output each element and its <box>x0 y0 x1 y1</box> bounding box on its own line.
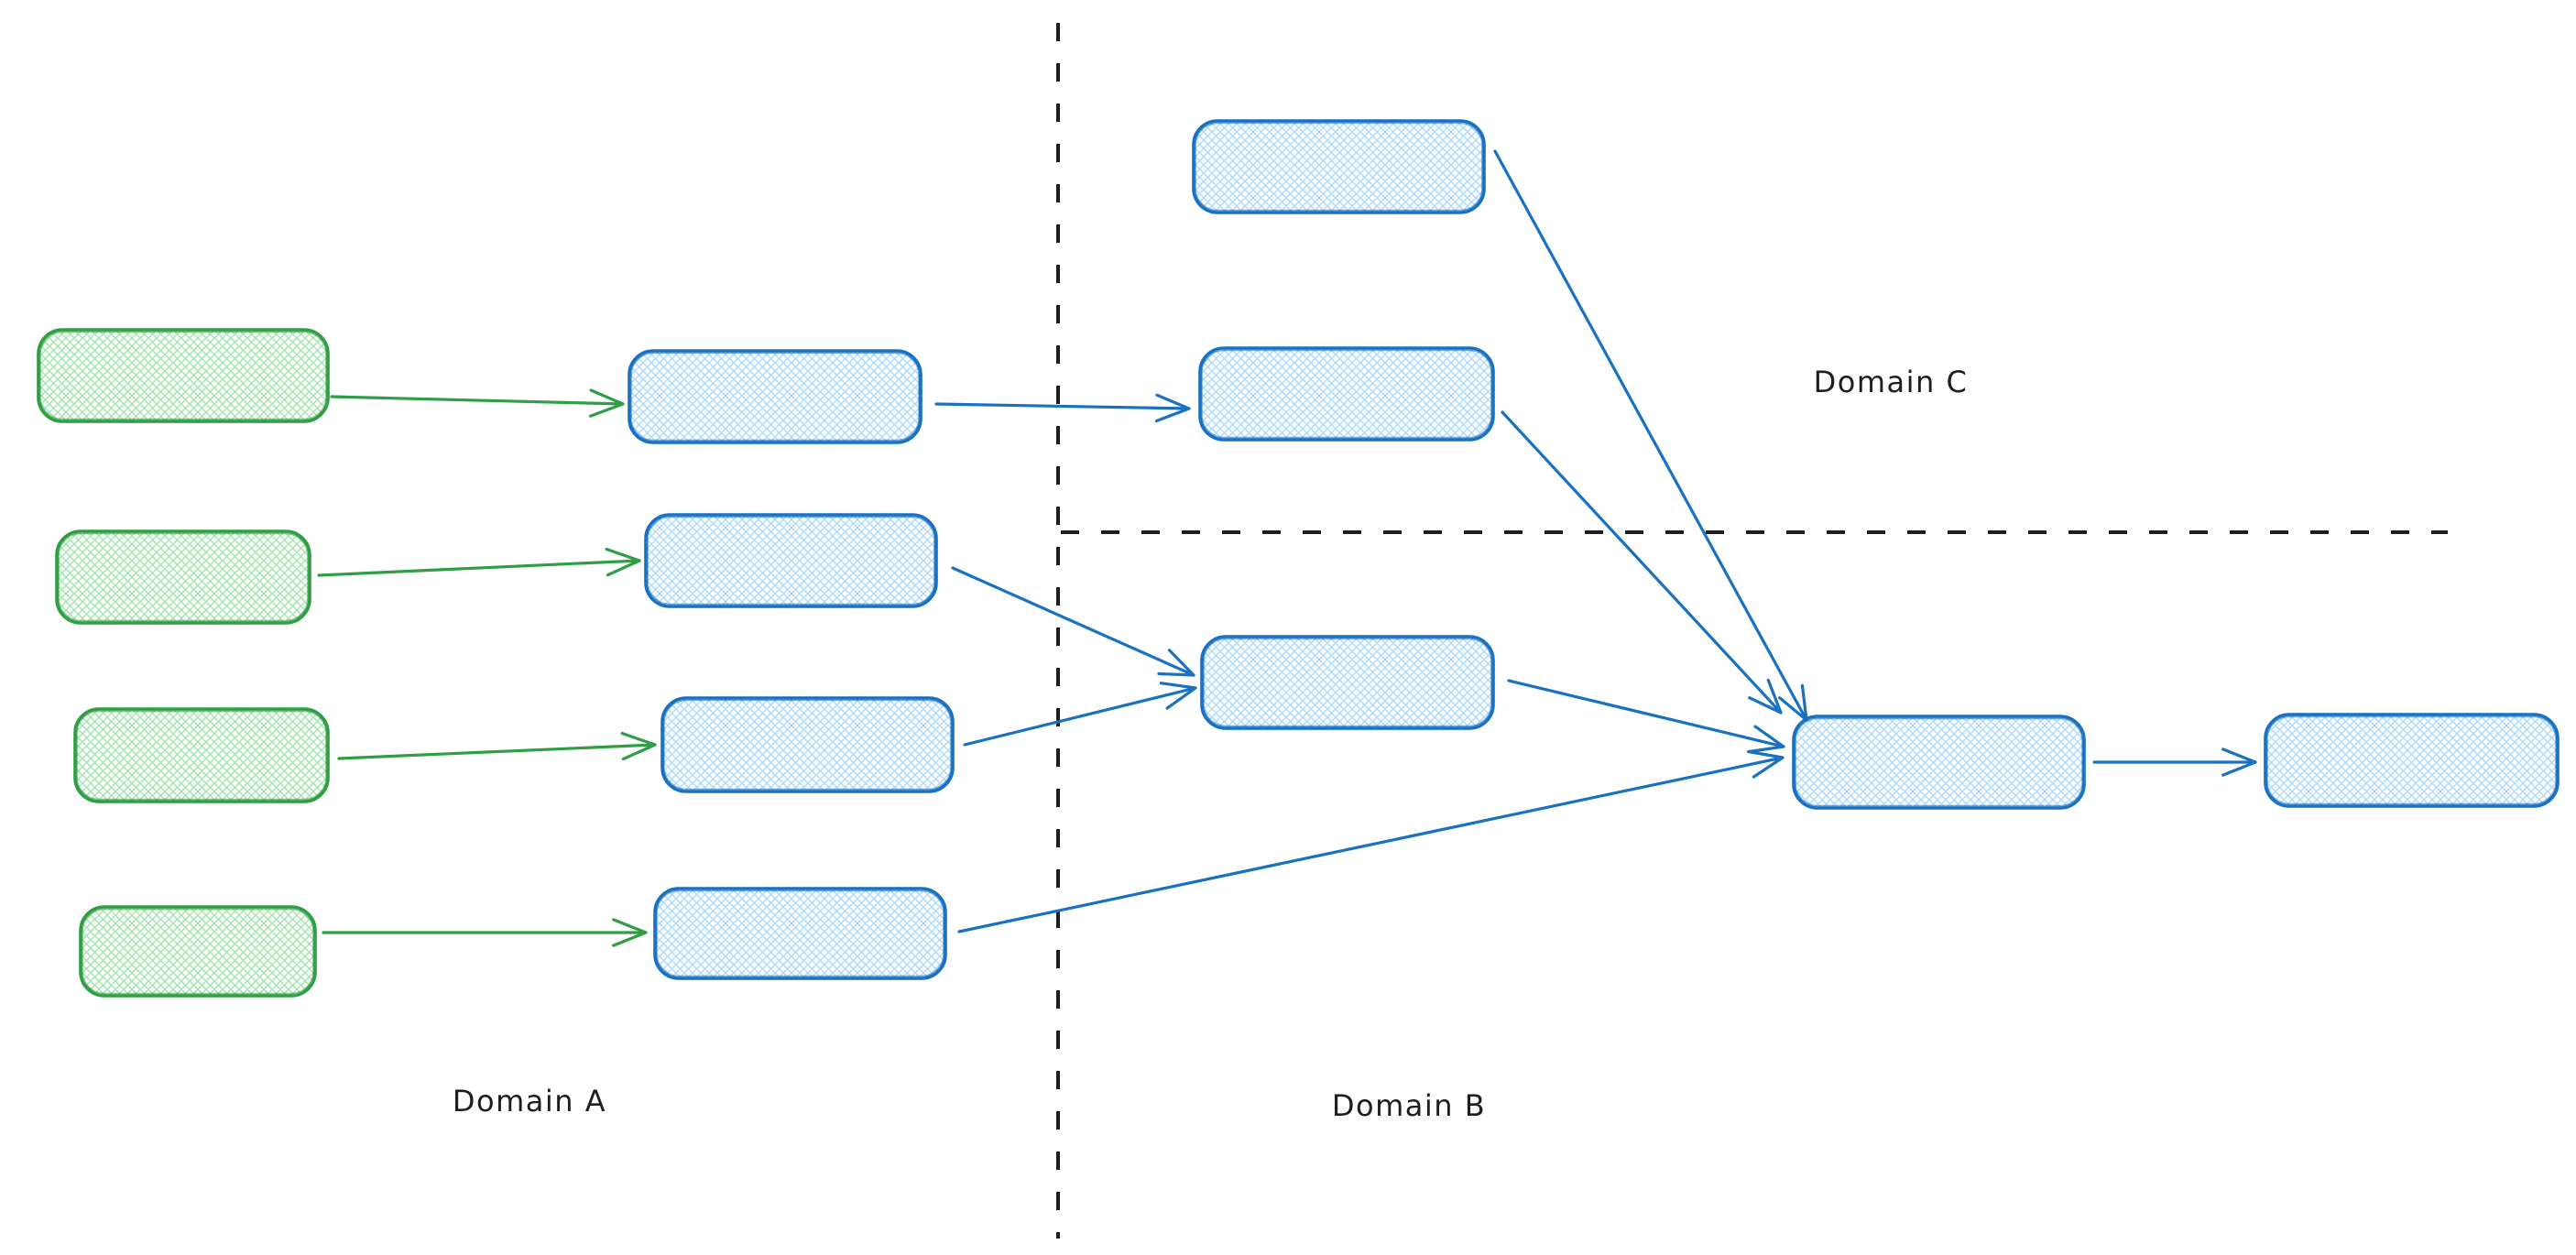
arrow-a2-to-b[interactable] <box>951 566 1195 677</box>
arrow-a1-to-cmid[interactable] <box>934 393 1191 423</box>
domain-a-label: Domain A <box>453 1084 606 1119</box>
arrow-cmid-to-merge[interactable] <box>1501 410 1783 715</box>
merge-box[interactable] <box>1792 715 2086 810</box>
green-source-1[interactable] <box>37 328 330 423</box>
green-source-3[interactable] <box>73 707 330 803</box>
domain-b-label: Domain B <box>1332 1088 1486 1123</box>
arrow-a4-to-merge[interactable] <box>957 749 1785 933</box>
arrow-ctop-to-merge[interactable] <box>1493 149 1808 722</box>
arrow-green-4[interactable] <box>322 918 648 947</box>
green-source-4[interactable] <box>79 905 317 998</box>
green-source-2[interactable] <box>55 529 311 625</box>
arrow-green-2[interactable] <box>317 547 641 577</box>
output-box[interactable] <box>2264 713 2560 808</box>
arrow-green-1[interactable] <box>330 388 625 418</box>
domain-c-label: Domain C <box>1814 365 1969 399</box>
blue-stage-a3[interactable] <box>660 696 955 793</box>
domain-c-box-top[interactable] <box>1192 119 1486 214</box>
blue-stage-a1[interactable] <box>628 349 922 444</box>
arrow-a3-to-b[interactable] <box>963 682 1197 747</box>
blue-stage-a4[interactable] <box>653 887 947 980</box>
domain-b-box[interactable] <box>1200 635 1495 730</box>
domain-c-box-mid[interactable] <box>1198 346 1495 442</box>
arrow-merge-to-out[interactable] <box>2092 748 2257 777</box>
arrow-b-to-merge[interactable] <box>1507 679 1785 754</box>
blue-stage-a2[interactable] <box>644 513 938 608</box>
arrow-green-3[interactable] <box>337 731 657 761</box>
